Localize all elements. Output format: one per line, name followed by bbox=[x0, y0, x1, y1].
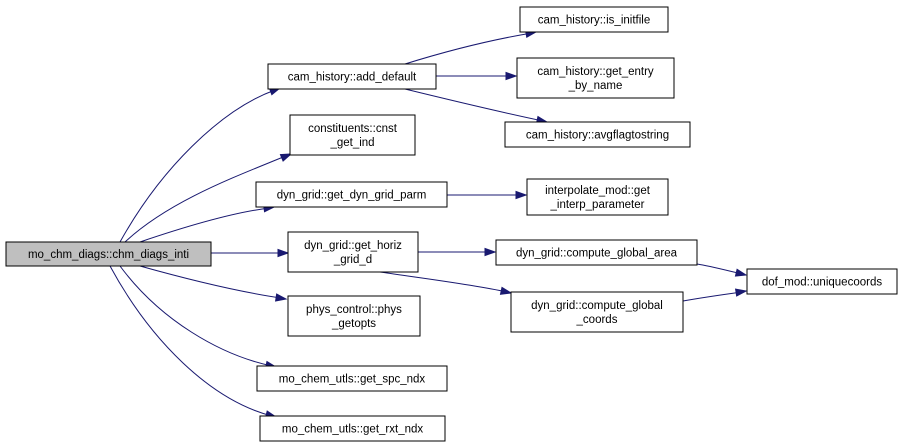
node-compute-global-area[interactable]: dyn_grid::compute_global_area bbox=[495, 239, 698, 266]
node-label-line: cam_history::is_initfile bbox=[538, 15, 650, 27]
edge-line bbox=[109, 265, 273, 417]
node-label-line: dyn_grid::compute_global bbox=[531, 300, 663, 312]
nodes-layer: mo_chm_diags::chm_diags_inti cam_history:… bbox=[5, 6, 898, 442]
node-label-line: cam_history::add_default bbox=[288, 72, 417, 84]
node-box bbox=[287, 295, 421, 337]
edge-line bbox=[379, 271, 508, 293]
node-label-line: dyn_grid::compute_global_area bbox=[516, 248, 678, 260]
edge-add_default-to-is_initfile bbox=[404, 29, 538, 65]
edge-line bbox=[404, 32, 533, 65]
node-add-default[interactable]: cam_history::add_default bbox=[267, 63, 437, 90]
edge-compute_global_area-to-uniquecoords bbox=[696, 263, 748, 277]
arrowhead bbox=[734, 288, 748, 297]
node-label-line: dyn_grid::get_dyn_grid_parm bbox=[277, 190, 427, 202]
arrowhead bbox=[499, 286, 513, 295]
arrowhead bbox=[484, 247, 497, 257]
edge-get_dyn_grid_parm-to-get_interp_parameter bbox=[447, 190, 528, 200]
node-box bbox=[289, 114, 416, 156]
edge-root-to-get_horiz_grid_d bbox=[211, 248, 290, 258]
node-box bbox=[495, 239, 698, 266]
edge-get_horiz_grid_d-to-compute_global_coords bbox=[379, 271, 513, 295]
arrowhead bbox=[515, 190, 528, 200]
node-label-line: _by_name bbox=[568, 80, 623, 92]
edge-root-to-phys_getopts bbox=[139, 265, 288, 302]
node-box bbox=[510, 291, 684, 333]
edge-add_default-to-get_entry_by_name bbox=[435, 71, 518, 81]
node-box bbox=[504, 121, 691, 148]
node-label-line: dof_mod::uniquecoords bbox=[762, 277, 882, 289]
edge-line bbox=[119, 89, 276, 243]
edge-line bbox=[139, 207, 271, 243]
edge-line bbox=[139, 265, 282, 299]
node-label-line: mo_chem_utls::get_spc_ndx bbox=[279, 374, 426, 386]
node-label-line: cam_history::get_entry bbox=[537, 66, 654, 78]
arrowhead bbox=[277, 248, 290, 258]
edge-root-to-get_dyn_grid_parm bbox=[139, 204, 276, 243]
arrowhead bbox=[274, 293, 288, 302]
node-box bbox=[5, 241, 212, 267]
node-label-line: _interp_parameter bbox=[550, 199, 645, 211]
edge-root-to-add_default bbox=[119, 87, 282, 243]
node-label-line: mo_chm_diags::chm_diags_inti bbox=[28, 249, 189, 261]
edge-line bbox=[682, 291, 743, 302]
node-box bbox=[519, 6, 669, 33]
arrowhead bbox=[734, 268, 748, 277]
node-get-horiz-grid-d[interactable]: dyn_grid::get_horiz_grid_d bbox=[287, 231, 419, 273]
edge-line bbox=[404, 88, 544, 122]
node-label-line: _grid_d bbox=[333, 254, 372, 266]
node-label-line: cam_history::avgflagtostring bbox=[526, 130, 669, 142]
node-is-initfile[interactable]: cam_history::is_initfile bbox=[519, 6, 669, 33]
node-label-line: _getopts bbox=[331, 318, 376, 330]
node-label-line: interpolate_mod::get bbox=[545, 185, 651, 197]
node-get-interp-parameter[interactable]: interpolate_mod::get_interp_parameter bbox=[526, 178, 669, 216]
node-box bbox=[516, 57, 675, 99]
node-box bbox=[259, 415, 446, 442]
node-box bbox=[526, 178, 669, 216]
node-box bbox=[255, 181, 448, 208]
node-box bbox=[746, 268, 898, 295]
edge-get_horiz_grid_d-to-compute_global_area bbox=[418, 247, 497, 257]
arrowhead bbox=[279, 153, 293, 162]
node-label-line: dyn_grid::get_horiz bbox=[304, 240, 402, 252]
edge-root-to-cnst_get_ind bbox=[124, 153, 293, 243]
edge-line bbox=[696, 263, 743, 275]
node-get-dyn-grid-parm[interactable]: dyn_grid::get_dyn_grid_parm bbox=[255, 181, 448, 208]
node-label-line: phys_control::phys bbox=[306, 304, 402, 316]
node-label-line: constituents::cnst bbox=[308, 123, 398, 135]
node-label-line: _get_ind bbox=[329, 137, 374, 149]
edge-root-to-get_rxt_ndx bbox=[109, 265, 278, 419]
edges-layer bbox=[109, 29, 748, 419]
edge-line bbox=[119, 265, 273, 367]
node-label-line: mo_chem_utls::get_rxt_ndx bbox=[282, 424, 424, 436]
node-avgflagtostring[interactable]: cam_history::avgflagtostring bbox=[504, 121, 691, 148]
node-get-entry-by-name[interactable]: cam_history::get_entry_by_name bbox=[516, 57, 675, 99]
edge-line bbox=[124, 154, 289, 243]
node-get-rxt-ndx[interactable]: mo_chem_utls::get_rxt_ndx bbox=[259, 415, 446, 442]
node-phys-getopts[interactable]: phys_control::phys_getopts bbox=[287, 295, 421, 337]
arrowhead bbox=[505, 71, 518, 81]
edge-compute_global_coords-to-uniquecoords bbox=[682, 288, 748, 302]
node-compute-global-coords[interactable]: dyn_grid::compute_global_coords bbox=[510, 291, 684, 333]
node-box bbox=[267, 63, 437, 90]
node-get-spc-ndx[interactable]: mo_chem_utls::get_spc_ndx bbox=[256, 365, 448, 392]
node-box bbox=[287, 231, 419, 273]
node-box bbox=[256, 365, 448, 392]
node-cnst-get-ind[interactable]: constituents::cnst_get_ind bbox=[289, 114, 416, 156]
node-label-line: _coords bbox=[576, 314, 618, 326]
node-root[interactable]: mo_chm_diags::chm_diags_inti bbox=[5, 241, 212, 267]
node-uniquecoords[interactable]: dof_mod::uniquecoords bbox=[746, 268, 898, 295]
